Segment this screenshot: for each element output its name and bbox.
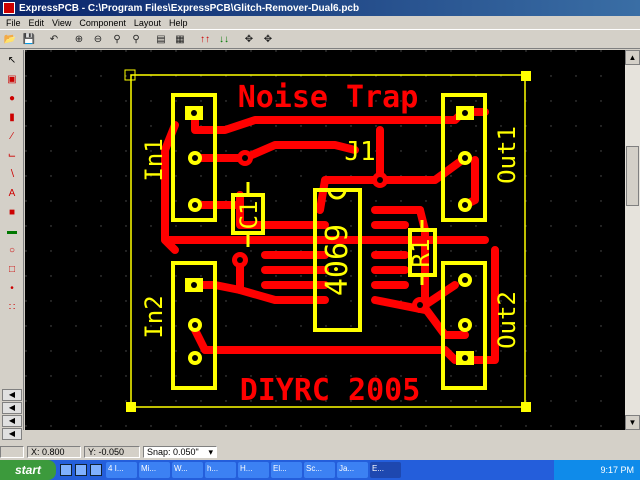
window-title: ExpressPCB - C:\Program Files\ExpressPCB…: [19, 2, 360, 14]
corner-handle[interactable]: [521, 71, 531, 81]
connector-outlines: [171, 93, 487, 390]
layer-bottom-button[interactable]: ◀: [2, 402, 22, 414]
corner-handle[interactable]: [521, 402, 531, 412]
app-icon: [3, 2, 15, 14]
pad-icon[interactable]: ●: [8, 92, 16, 104]
board-footer: DIYRC 2005: [240, 373, 421, 408]
snap-select[interactable]: Snap: 0.050" ▾: [143, 446, 217, 458]
menu-file[interactable]: File: [6, 17, 21, 28]
chip-outline: [313, 188, 362, 332]
start-label: start: [14, 463, 41, 477]
system-tray: 9:17 PM: [554, 460, 640, 480]
menu-help[interactable]: Help: [168, 17, 188, 28]
res-label: R1: [407, 239, 435, 268]
chip-label: 4069: [320, 224, 355, 296]
task-button[interactable]: Ja...: [337, 462, 368, 478]
scroll-up-icon[interactable]: ▲: [625, 50, 640, 65]
flip-bottom-icon[interactable]: ↓↓: [219, 33, 229, 45]
connector-label-out1: Out1: [493, 126, 521, 184]
taskbar: start 4 I... Mi... W... h... H... El... …: [0, 460, 640, 480]
media-icon[interactable]: [89, 464, 102, 476]
desktop-icon[interactable]: [74, 464, 87, 476]
undo-icon[interactable]: ↶: [49, 33, 59, 45]
chevron-down-icon[interactable]: ▾: [208, 447, 213, 457]
task-button[interactable]: Sc...: [304, 462, 335, 478]
menu-layout[interactable]: Layout: [133, 17, 161, 28]
layer-silk-button[interactable]: ◀: [2, 415, 22, 427]
pad-holes: [191, 110, 468, 361]
scroll-thumb[interactable]: [626, 146, 639, 206]
grid-icon[interactable]: ∷: [8, 301, 16, 313]
zoom-in-icon[interactable]: ⊕: [74, 33, 84, 45]
open-icon[interactable]: 📂: [3, 33, 17, 45]
board-outline: [130, 74, 526, 408]
line-icon[interactable]: ∖: [8, 168, 16, 180]
menu-component[interactable]: Component: [79, 17, 126, 28]
zoom-out-icon[interactable]: ⊖: [93, 33, 103, 45]
component-icon[interactable]: ▮: [9, 111, 15, 123]
place-icon[interactable]: ▣: [7, 73, 17, 85]
snap-value: Snap: 0.050": [147, 447, 199, 457]
resistor-r1: [408, 220, 437, 285]
rect-icon[interactable]: ▬: [7, 225, 17, 237]
task-list: 4 I... Mi... W... h... H... El... Sc... …: [106, 462, 554, 478]
layer-all-button[interactable]: ◀: [2, 428, 22, 440]
jumper-label: J1: [344, 137, 375, 167]
pcb-canvas[interactable]: Noise Trap DIYRC 2005 J1 4069 C1 R1 In1 …: [25, 50, 625, 430]
menu-edit[interactable]: Edit: [28, 17, 45, 28]
layers-icon[interactable]: ▤: [156, 33, 166, 45]
task-button[interactable]: El...: [271, 462, 302, 478]
capacitor-c1: [231, 182, 265, 247]
pcb-board: Noise Trap DIYRC 2005 J1 4069 C1 R1 In1 …: [25, 50, 625, 430]
status-spacer: [0, 446, 24, 458]
select-icon[interactable]: ↖: [7, 54, 17, 66]
flip-top-icon[interactable]: ↑↑: [200, 33, 210, 45]
corner-icon[interactable]: ⌙: [7, 149, 17, 161]
via-icon[interactable]: •: [10, 282, 14, 294]
layers2-icon[interactable]: ▦: [175, 33, 185, 45]
title-bar: ExpressPCB - C:\Program Files\ExpressPCB…: [0, 0, 640, 16]
connector-label-in2: In2: [140, 295, 168, 338]
status-bar: X: 0.800 Y: -0.050 Snap: 0.050" ▾: [0, 445, 640, 459]
start-button[interactable]: start: [0, 460, 56, 480]
layer-buttons: ◀ ◀ ◀ ◀: [0, 388, 24, 441]
trace-icon[interactable]: ∕: [11, 130, 13, 142]
toolbar: 📂 💾 ↶ ⊕ ⊖ ⚲ ⚲ ▤ ▦ ↑↑ ↓↓ ✥ ✥: [0, 29, 640, 49]
task-button-active[interactable]: E...: [370, 462, 401, 478]
save-icon[interactable]: 💾: [22, 33, 36, 45]
corner-handle[interactable]: [126, 402, 136, 412]
task-button[interactable]: 4 I...: [106, 462, 137, 478]
connector-label-in1: In1: [140, 138, 168, 181]
task-button[interactable]: H...: [238, 462, 269, 478]
circle-icon[interactable]: ○: [8, 244, 16, 256]
copper-icon[interactable]: ■: [8, 206, 16, 218]
status-x: X: 0.800: [27, 446, 81, 458]
cap-label: C1: [235, 201, 263, 230]
task-button[interactable]: Mi...: [139, 462, 170, 478]
tool-palette: ↖ ▣ ● ▮ ∕ ⌙ ∖ A ■ ▬ ○ □ • ∷: [0, 50, 24, 430]
board-title: Noise Trap: [238, 80, 419, 115]
pan-icon[interactable]: ✥: [263, 33, 273, 45]
status-y: Y: -0.050: [84, 446, 140, 458]
zoom-area-icon[interactable]: ⚲: [132, 33, 140, 45]
menu-bar: File Edit View Component Layout Help: [0, 16, 640, 29]
square-icon[interactable]: □: [8, 263, 16, 275]
quick-launch: [56, 464, 106, 476]
vertical-scrollbar[interactable]: ▲ ▼: [625, 50, 640, 430]
clock: 9:17 PM: [600, 465, 634, 475]
connector-label-out2: Out2: [493, 291, 521, 349]
layer-top-button[interactable]: ◀: [2, 389, 22, 401]
scroll-down-icon[interactable]: ▼: [625, 415, 640, 430]
menu-view[interactable]: View: [52, 17, 72, 28]
text-icon[interactable]: A: [8, 187, 16, 199]
task-button[interactable]: h...: [205, 462, 236, 478]
task-button[interactable]: W...: [172, 462, 203, 478]
origin-marker: [124, 69, 136, 81]
move-icon[interactable]: ✥: [244, 33, 254, 45]
browser-icon[interactable]: [60, 464, 73, 476]
zoom-fit-icon[interactable]: ⚲: [113, 33, 121, 45]
